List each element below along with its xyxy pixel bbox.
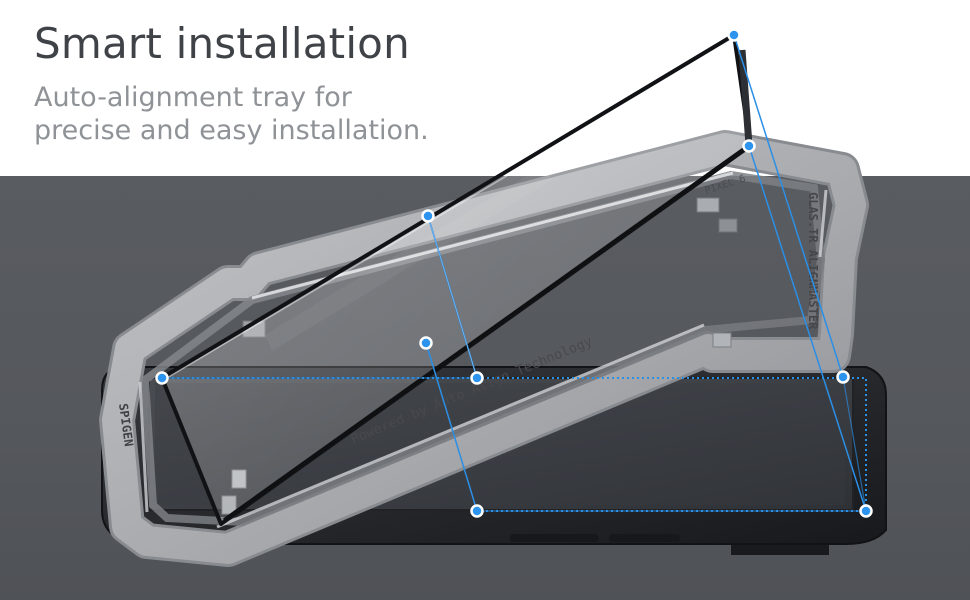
tray-brand-mark: SPIGEN	[116, 402, 136, 447]
tray-brand-label: GLAS.TR ALIGNMASTER	[806, 192, 820, 330]
subheadline-line1: Auto-alignment tray for	[34, 82, 352, 113]
subheadline: Auto-alignment tray for precise and easy…	[34, 81, 429, 147]
subheadline-line2: precise and easy installation.	[34, 115, 429, 147]
alignment-guides	[162, 34, 867, 512]
headline: Smart installation	[34, 19, 410, 68]
screen-protector-glass	[160, 33, 753, 526]
alignment-points	[155, 28, 873, 518]
